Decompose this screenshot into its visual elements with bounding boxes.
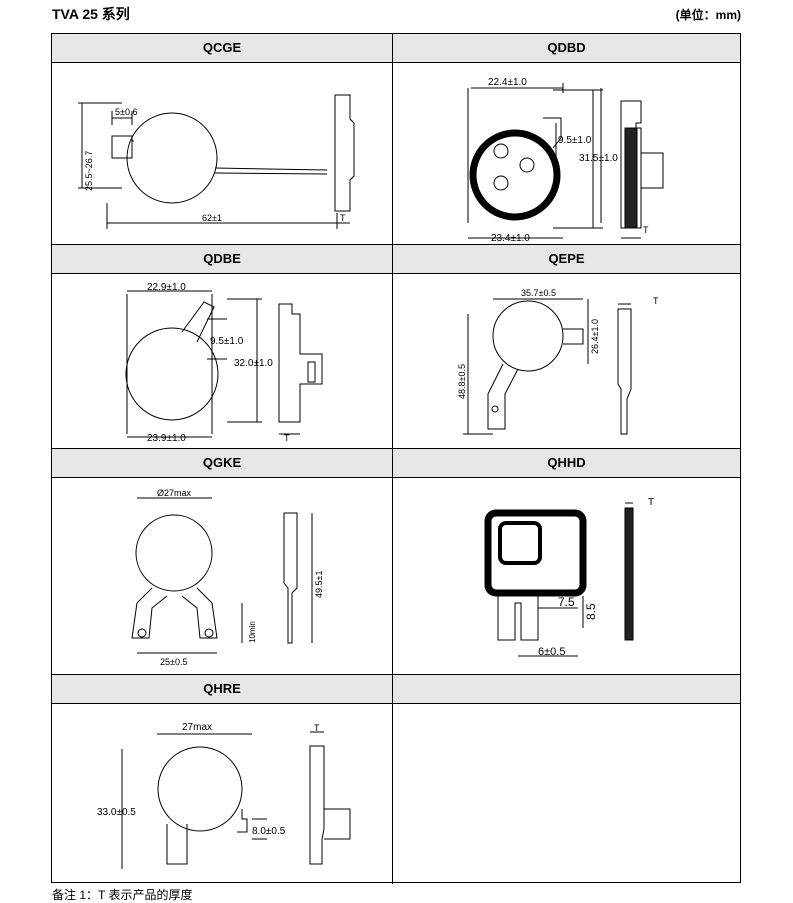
dim-label: 62±1 — [202, 213, 222, 223]
cell-qepe: QEPE 35.7±0.5 T 26.4±1.0 48.8±0.5 — [393, 245, 740, 448]
cell-qdbd: QDBD 22.4±1.0 9.5±1.0 31.5±1.0 23.4±1.0 — [393, 34, 740, 244]
qdbe-drawing: 22.9±1.0 9.5±1.0 32.0±1.0 23.9±1.0 T — [125, 282, 323, 444]
dim-label: 25±0.5 — [160, 657, 187, 667]
cell-title: QGKE — [52, 449, 392, 478]
dim-label: 9.5±1.0 — [558, 135, 592, 146]
dim-label: T — [653, 296, 659, 306]
row-divider — [52, 448, 740, 449]
dim-label: 32.0±1.0 — [234, 358, 273, 369]
dim-label: 22.9±1.0 — [147, 282, 186, 293]
dim-label: 22.4±1.0 — [488, 77, 527, 88]
cell-title: QCGE — [52, 34, 392, 63]
cell-qdbe: QDBE 22.9±1.0 9.5±1.0 32.0±1.0 23.9±1.0 … — [52, 245, 392, 448]
cell-qgke: QGKE Ø27max 49.5±1 10min 25±0.5 — [52, 449, 392, 674]
dim-label: 8.0±0.5 — [252, 826, 286, 837]
row-divider — [52, 244, 740, 245]
cell-title: QHHD — [393, 449, 740, 478]
qgke-drawing: Ø27max 49.5±1 10min 25±0.5 — [131, 488, 324, 667]
cell-qcge: QCGE 5±0.6 25.5~26.7 62±1 T — [52, 34, 392, 244]
qhre-drawing: 27max T 33.0±0.5 8.0±0.5 — [97, 722, 351, 869]
row-divider — [52, 674, 740, 675]
cell-qhhd: QHHD T 7.5 8.5 6±0.5 — [393, 449, 740, 674]
page-title: TVA 25 系列 — [52, 6, 130, 22]
cell-empty — [393, 675, 740, 884]
dim-label: 10min — [248, 621, 257, 643]
dim-label: 23.4±1.0 — [491, 233, 530, 244]
drawing-grid: QCGE 5±0.6 25.5~26.7 62±1 T QDBD — [51, 33, 741, 884]
cell-title: QDBE — [52, 245, 392, 274]
qepe-drawing: 35.7±0.5 T 26.4±1.0 48.8±0.5 — [457, 288, 659, 435]
dim-label: 6±0.5 — [538, 646, 565, 658]
dim-label: Ø27max — [157, 488, 192, 498]
dim-label: T — [340, 213, 346, 223]
qcge-drawing: 5±0.6 25.5~26.7 62±1 T — [78, 94, 355, 229]
dim-label: T — [643, 225, 649, 235]
dim-label: 9.5±1.0 — [210, 336, 244, 347]
dim-label: 25.5~26.7 — [84, 151, 94, 191]
unit-label: (单位：mm) — [675, 8, 741, 22]
column-divider — [392, 34, 393, 884]
dim-label: T — [648, 497, 654, 508]
cell-title: QEPE — [393, 245, 740, 274]
dim-label: 5±0.6 — [115, 107, 137, 117]
cell-qhre: QHRE 27max T 33.0±0.5 8.0±0.5 — [52, 675, 392, 884]
dim-label: 7.5 — [558, 595, 575, 609]
dim-label: 49.5±1 — [314, 571, 324, 598]
dim-label: 35.7±0.5 — [521, 288, 556, 298]
dim-label: 23.9±1.0 — [147, 433, 186, 444]
dim-label: 31.5±1.0 — [579, 153, 618, 164]
dim-label: T — [284, 433, 290, 443]
dim-label: 8.5 — [584, 603, 598, 620]
footnote: 备注 1：T 表示产品的厚度 — [52, 888, 193, 902]
cell-title: QHRE — [52, 675, 392, 704]
dim-label: 26.4±1.0 — [590, 319, 600, 354]
cell-title-empty — [393, 675, 740, 704]
cell-title: QDBD — [393, 34, 740, 63]
dim-label: T — [314, 723, 320, 733]
dim-label: 27max — [182, 722, 212, 733]
qhhd-drawing: T 7.5 8.5 6±0.5 — [484, 497, 654, 658]
dim-label: 33.0±0.5 — [97, 807, 136, 818]
qdbd-drawing: 22.4±1.0 9.5±1.0 31.5±1.0 23.4±1.0 T — [467, 77, 664, 244]
dim-label: 48.8±0.5 — [457, 364, 467, 399]
